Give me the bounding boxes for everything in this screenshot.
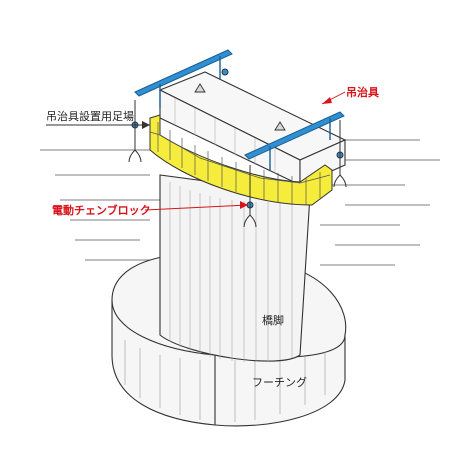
bearing-pads (194, 83, 286, 131)
jig-scaffold (149, 114, 333, 206)
water-lines (40, 139, 440, 266)
chain-hooks (128, 100, 347, 228)
leader-arrowhead-black (142, 121, 150, 129)
scaffold-rails (149, 122, 331, 205)
label-hanging-jig: 吊治具 (346, 85, 379, 99)
footing-texture (124, 340, 326, 422)
label-pier: 橋脚 (262, 313, 284, 327)
label-footing: フーチング (252, 375, 307, 389)
label-chain-block: 電動チェンブロック (52, 203, 151, 217)
jig-brackets (159, 56, 331, 170)
label-jig-scaffold: 吊治具設置用足場 (46, 109, 134, 123)
leader-arrowheads (240, 97, 332, 209)
pier-column (159, 174, 311, 362)
pier-cap-texture (174, 98, 276, 174)
